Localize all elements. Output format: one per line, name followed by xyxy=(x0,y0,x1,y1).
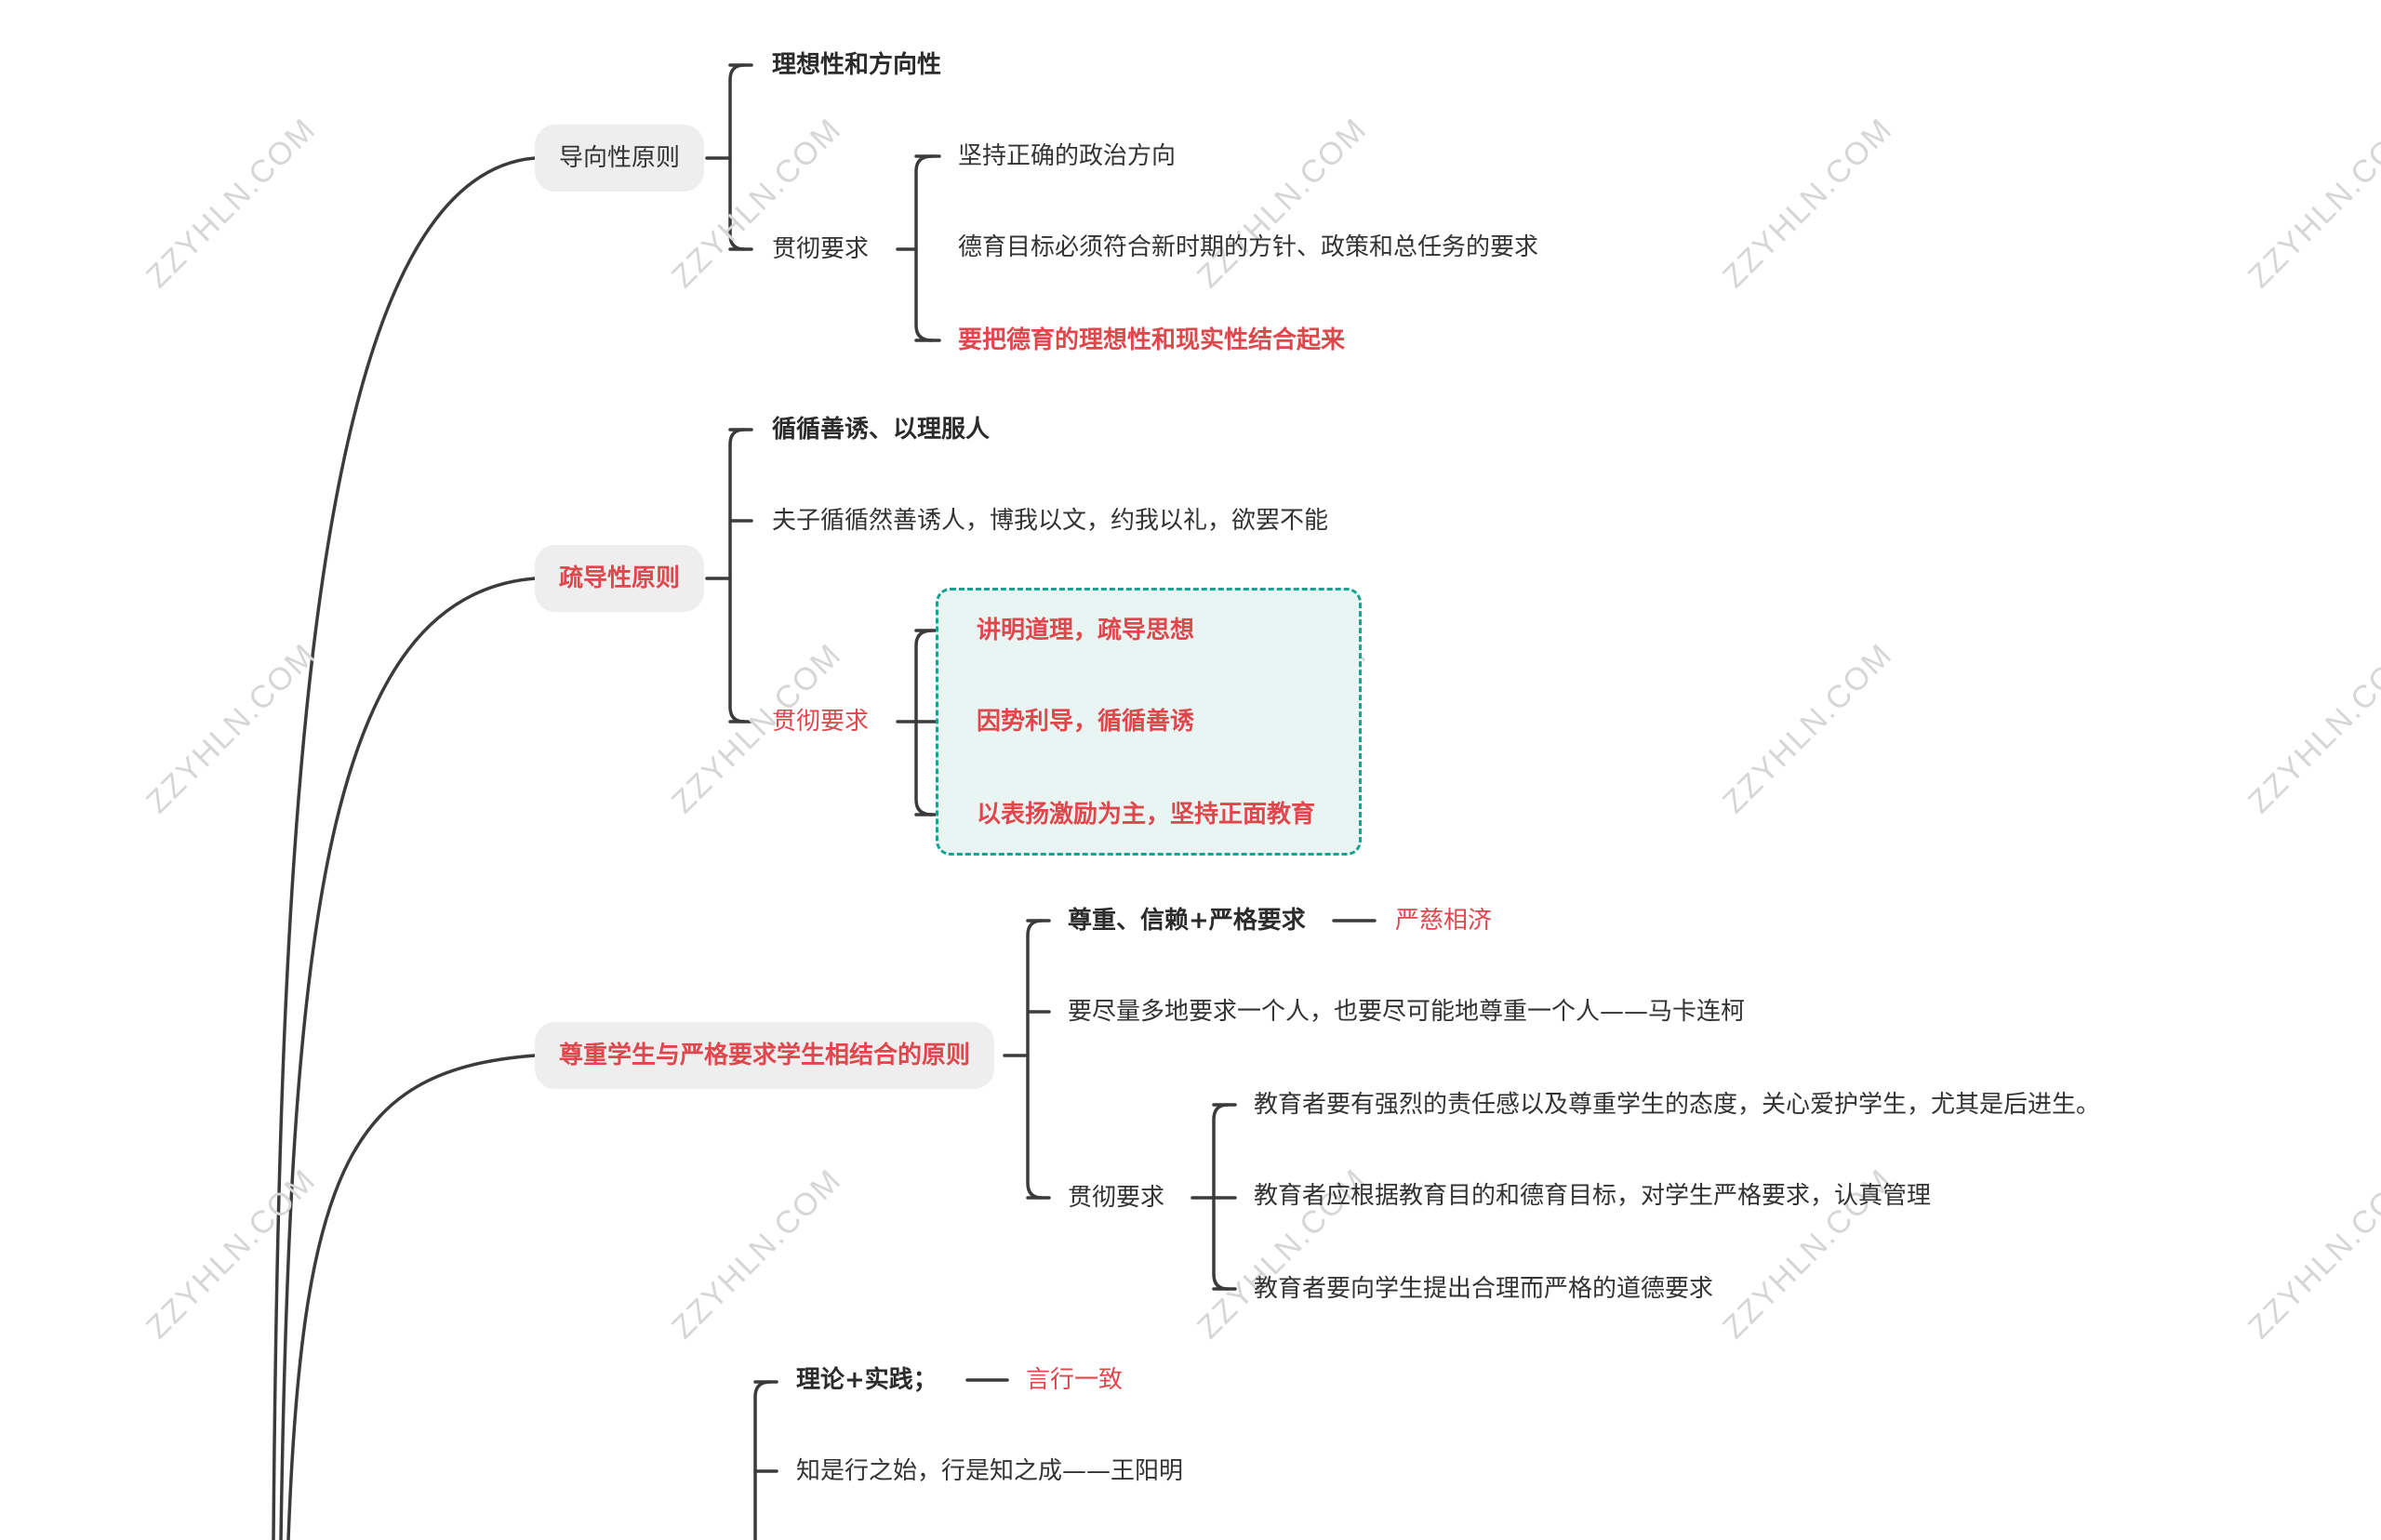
requirement-item[interactable]: 教育者应根据教育目的和德育目标，对学生严格要求，认真管理 xyxy=(1254,1182,1932,1210)
requirement-item[interactable]: 教育者要向学生提出合理而严格的道德要求 xyxy=(1254,1275,1714,1303)
topic-implementation-requirements[interactable]: 贯彻要求 xyxy=(1068,1184,1165,1212)
topic-tag[interactable]: 言行一致 xyxy=(1026,1366,1124,1394)
requirement-item[interactable]: 德育目标必须符合新时期的方针、政策和总任务的要求 xyxy=(958,233,1539,261)
highlight-callout-box xyxy=(936,588,1362,856)
topic-patient-guidance[interactable]: 循循善诱、以理服人 xyxy=(772,416,991,444)
topic-implementation-requirements[interactable]: 贯彻要求 xyxy=(772,708,870,736)
branch-node-respect-strict-principle[interactable]: 尊重学生与严格要求学生相结合的原则 xyxy=(535,1022,995,1089)
topic-theory-practice[interactable]: 理论+实践； xyxy=(796,1366,938,1394)
topic-tag[interactable]: 严慈相济 xyxy=(1395,907,1493,935)
topic-quote[interactable]: 要尽量多地要求一个人，也要尽可能地尊重一个人——马卡连柯 xyxy=(1068,998,1746,1026)
topic-quote[interactable]: 夫子循循然善诱人，博我以文，约我以礼，欲罢不能 xyxy=(772,507,1329,535)
requirement-item[interactable]: 坚持正确的政治方向 xyxy=(958,142,1177,170)
branch-node-guidance-principle[interactable]: 导向性原则 xyxy=(535,125,705,192)
requirement-item[interactable]: 教育者要有强烈的责任感以及尊重学生的态度，关心爱护学生，尤其是后进生。 xyxy=(1254,1091,2101,1119)
requirement-item-highlight[interactable]: 因势利导，循循善诱 xyxy=(977,708,1195,736)
topic-implementation-requirements[interactable]: 贯彻要求 xyxy=(772,235,870,263)
requirement-item-highlight[interactable]: 以表扬激励为主，坚持正面教育 xyxy=(977,801,1316,829)
requirement-item-highlight[interactable]: 要把德育的理想性和现实性结合起来 xyxy=(958,326,1346,354)
topic-respect-trust-strict[interactable]: 尊重、信赖+严格要求 xyxy=(1068,907,1306,935)
requirement-item-highlight[interactable]: 讲明道理，疏导思想 xyxy=(977,617,1195,644)
topic-ideal-direction[interactable]: 理想性和方向性 xyxy=(772,51,942,79)
topic-quote[interactable]: 知是行之始，行是知之成——王阳明 xyxy=(796,1457,1184,1485)
branch-node-dredging-principle[interactable]: 疏导性原则 xyxy=(535,545,705,612)
